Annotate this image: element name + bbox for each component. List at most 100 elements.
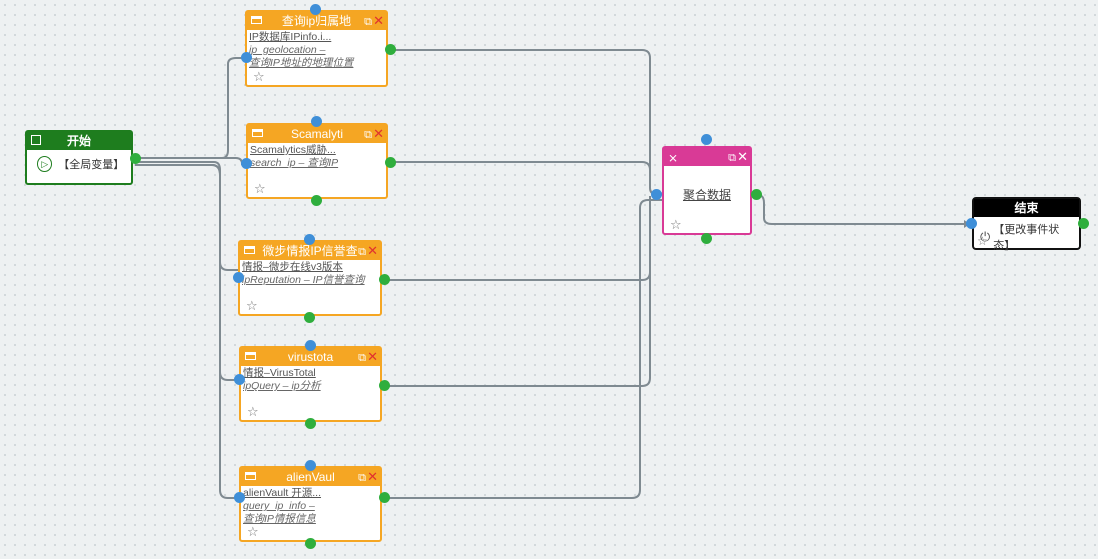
- edge-start-vt: [135, 164, 240, 381]
- node-action-link[interactable]: ipQuery – ip分析: [243, 380, 321, 392]
- node-app-link[interactable]: alienVault 开源...: [243, 487, 322, 499]
- start-output-port[interactable]: [130, 153, 141, 164]
- close-icon[interactable]: ✕: [367, 243, 378, 258]
- star-icon[interactable]: ☆: [670, 217, 682, 232]
- node-app-link[interactable]: 情报–微步在线v3版本: [242, 261, 343, 273]
- output-port[interactable]: [385, 44, 396, 55]
- start-node-title: 开始: [66, 134, 91, 148]
- window-icon: [244, 246, 255, 254]
- input-port[interactable]: [234, 374, 245, 385]
- edge-start-geo: [135, 57, 247, 159]
- action-node-virustotal[interactable]: virustota ⧉ ✕ 情报–VirusTotal ipQuery – ip…: [239, 346, 382, 422]
- copy-icon[interactable]: ⧉: [364, 16, 372, 28]
- edge-scam-agg: [388, 161, 651, 188]
- edge-start-weibu: [135, 161, 240, 271]
- close-icon[interactable]: ✕: [373, 13, 384, 28]
- action-node-geolocation[interactable]: 查询ip归属地 ⧉ ✕ IP数据库IPinfo.i... ip_geolocat…: [245, 10, 388, 87]
- copy-icon[interactable]: ⧉: [358, 246, 366, 258]
- copy-icon[interactable]: ⧉: [358, 472, 366, 484]
- node-header: virustota ⧉ ✕: [241, 348, 380, 366]
- edge-start-alien: [135, 164, 240, 499]
- chart-icon: [31, 135, 41, 145]
- output-port[interactable]: [379, 380, 390, 391]
- node-action-link[interactable]: ipReputation – IP信誉查询: [242, 274, 365, 286]
- input-port[interactable]: [701, 134, 712, 145]
- node-action-desc[interactable]: 查询IP地址的地理位置: [249, 57, 354, 69]
- output-port[interactable]: [305, 418, 316, 429]
- star-icon[interactable]: ☆: [977, 234, 988, 248]
- window-icon: [245, 352, 256, 360]
- star-icon[interactable]: ☆: [254, 181, 266, 196]
- input-port[interactable]: [304, 234, 315, 245]
- node-header: 查询ip归属地 ⧉ ✕: [247, 12, 386, 30]
- copy-icon[interactable]: ⧉: [728, 152, 736, 164]
- output-port[interactable]: [385, 157, 396, 168]
- close-icon[interactable]: ✕: [737, 149, 748, 164]
- input-port[interactable]: [241, 158, 252, 169]
- action-node-scamalytics[interactable]: Scamalyti ⧉ ✕ Scamalytics威胁... search_ip…: [246, 123, 388, 199]
- node-app-link[interactable]: 情报–VirusTotal: [243, 367, 316, 379]
- node-title: 查询ip归属地: [281, 14, 352, 28]
- close-icon[interactable]: ✕: [367, 349, 378, 364]
- star-icon[interactable]: ☆: [253, 69, 265, 84]
- aggregate-icon: ⨯: [668, 151, 679, 165]
- edge-geo-agg: [388, 49, 662, 195]
- node-header: 微步情报IP信誉查 ⧉ ✕: [240, 242, 380, 260]
- node-action-desc[interactable]: 查询IP情报信息: [243, 513, 316, 525]
- node-title: 微步情报IP信誉查: [262, 244, 358, 258]
- node-header: alienVaul ⧉ ✕: [241, 468, 380, 486]
- input-port[interactable]: [305, 340, 316, 351]
- output-port[interactable]: [305, 538, 316, 549]
- node-title: alienVaul: [286, 470, 335, 484]
- aggregate-node[interactable]: ⨯ ⧉ ✕ 聚合数据 ☆: [662, 146, 752, 235]
- start-node[interactable]: 开始 ▷ 【全局变量】: [25, 130, 133, 185]
- end-node-action[interactable]: 【更改事件状态】: [993, 224, 1060, 252]
- output-port[interactable]: [751, 189, 762, 200]
- play-icon[interactable]: ▷: [37, 156, 53, 172]
- input-port[interactable]: [966, 218, 977, 229]
- window-icon: [245, 472, 256, 480]
- node-header: Scamalyti ⧉ ✕: [248, 125, 386, 143]
- input-port[interactable]: [233, 272, 244, 283]
- window-icon: [251, 16, 262, 24]
- node-app-link[interactable]: Scamalytics威胁...: [250, 144, 336, 156]
- edge-vt-agg: [382, 200, 651, 387]
- input-port[interactable]: [651, 189, 662, 200]
- start-node-action[interactable]: 【全局变量】: [58, 159, 125, 171]
- close-icon[interactable]: ✕: [367, 469, 378, 484]
- node-action-link[interactable]: ip_geolocation –: [249, 44, 326, 56]
- input-port[interactable]: [311, 116, 322, 127]
- input-port[interactable]: [305, 460, 316, 471]
- aggregate-label[interactable]: 聚合数据: [682, 188, 731, 202]
- input-port[interactable]: [241, 52, 252, 63]
- input-port[interactable]: [234, 492, 245, 503]
- output-port[interactable]: [311, 195, 322, 206]
- node-action-link[interactable]: search_ip – 查询IP: [250, 157, 339, 169]
- star-icon[interactable]: ☆: [247, 524, 259, 539]
- output-port[interactable]: [1078, 218, 1089, 229]
- start-node-header: 开始: [27, 132, 131, 150]
- node-action-link[interactable]: query_ip_info –: [243, 500, 315, 512]
- end-node-header: 结束: [974, 199, 1079, 217]
- star-icon[interactable]: ☆: [246, 298, 258, 313]
- input-port[interactable]: [310, 4, 321, 15]
- edge-alien-agg: [382, 199, 662, 499]
- close-icon[interactable]: ✕: [373, 126, 384, 141]
- action-node-alienvault[interactable]: alienVaul ⧉ ✕ alienVault 开源... query_ip_…: [239, 466, 382, 542]
- action-node-weibu[interactable]: 微步情报IP信誉查 ⧉ ✕ 情报–微步在线v3版本 ipReputation –…: [238, 240, 382, 316]
- node-app-link[interactable]: IP数据库IPinfo.i...: [249, 31, 332, 43]
- output-port[interactable]: [379, 274, 390, 285]
- node-title: Scamalyti: [290, 127, 343, 141]
- copy-icon[interactable]: ⧉: [364, 129, 372, 141]
- output-port[interactable]: [701, 233, 712, 244]
- copy-icon[interactable]: ⧉: [358, 352, 366, 364]
- window-icon: [252, 129, 263, 137]
- edge-agg-end: [752, 194, 968, 225]
- end-node[interactable]: 结束 ⏻ 【更改事件状态】 ☆: [972, 197, 1081, 252]
- output-port[interactable]: [379, 492, 390, 503]
- node-title: virustota: [287, 350, 334, 364]
- output-port[interactable]: [304, 312, 315, 323]
- power-icon[interactable]: ⏻: [980, 229, 991, 244]
- star-icon[interactable]: ☆: [247, 404, 259, 419]
